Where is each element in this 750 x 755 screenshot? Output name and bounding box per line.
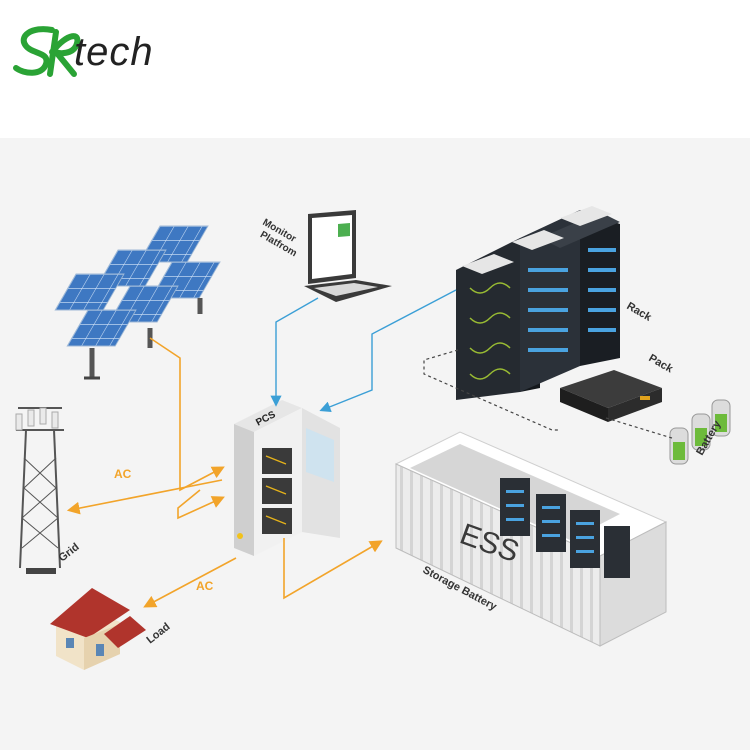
- monitor-laptop-icon: [304, 210, 392, 302]
- ess-diagram: Monitor Platfrom Rack Pack: [0, 138, 750, 750]
- monitor-label: Monitor Platfrom: [255, 217, 305, 259]
- brand-name: tech: [74, 30, 154, 75]
- pcs-cabinet-icon: [234, 400, 340, 556]
- brand-logo[interactable]: tech: [12, 22, 182, 84]
- pack-label: Pack: [647, 352, 676, 376]
- diagram-canvas: Monitor Platfrom Rack Pack: [0, 138, 750, 750]
- ac-label-upper: AC: [114, 467, 132, 481]
- header: tech: [0, 0, 750, 138]
- ac-label-lower: AC: [196, 579, 214, 593]
- battery-pack-icon: [560, 370, 662, 422]
- battery-rack-icon: [456, 206, 620, 400]
- rack-label: Rack: [625, 300, 655, 324]
- ess-container-icon: [396, 432, 666, 646]
- load-house-icon: [50, 588, 146, 670]
- load-label: Load: [144, 621, 172, 647]
- grid-label: Grid: [56, 541, 81, 564]
- solar-array-icon: [55, 226, 220, 378]
- grid-tower-icon: [16, 408, 64, 574]
- data-flow-lines: [276, 290, 456, 410]
